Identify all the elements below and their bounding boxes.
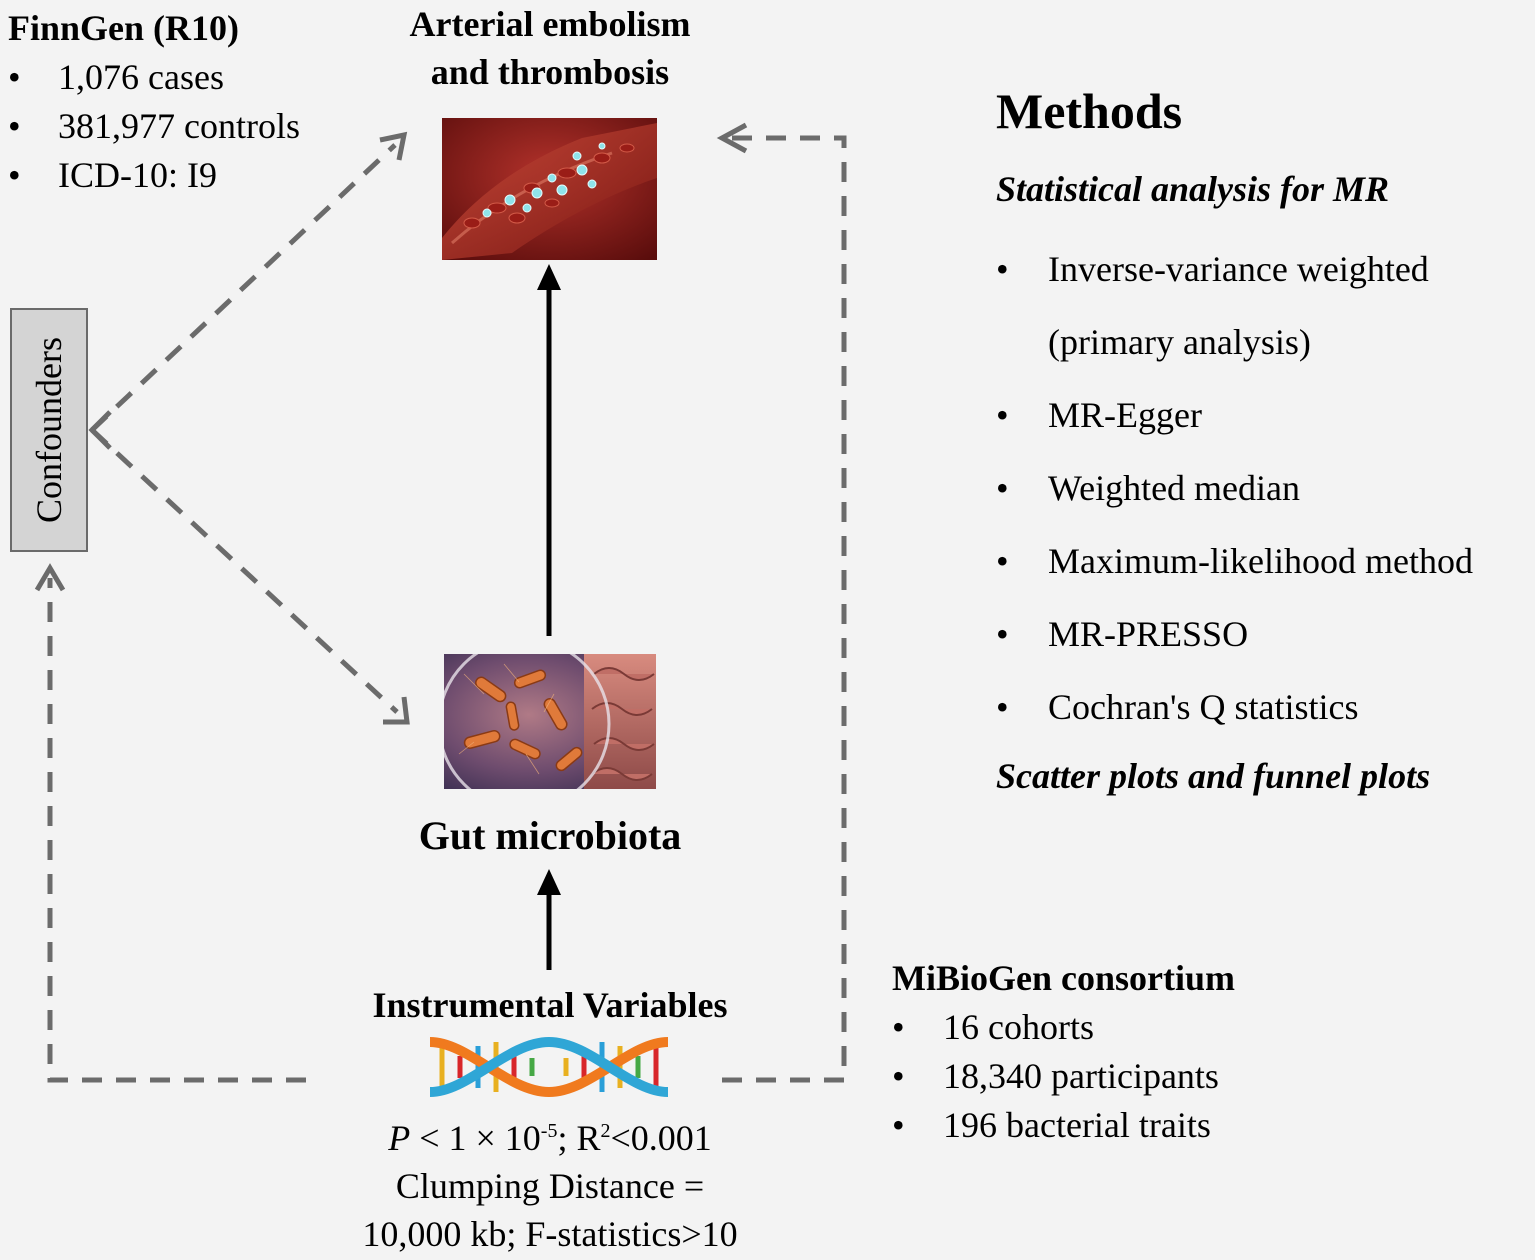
list-item: •Inverse-variance weighted [996,249,1429,289]
iv-to-outcome-path [722,135,847,1083]
list-item: •381,977 controls [8,106,300,146]
microbiota-image [444,654,656,789]
confounder-to-outcome-arrow [90,143,397,432]
iv-to-confounders-path [47,578,306,1083]
arrowhead-outcome-left [379,131,408,161]
clumping-line: Clumping Distance = [395,1166,705,1206]
outcome-title: Arterial embolism and thrombosis [350,0,750,96]
confounders-box: Confounders [10,308,88,552]
dna-helix-icon [428,1034,670,1100]
methods-list: •Inverse-variance weighted (primary anal… [996,233,1473,744]
list-item: •18,340 participants [892,1056,1219,1096]
instrument-arrow [537,869,561,970]
list-item: •16 cohorts [892,1007,1094,1047]
confounders-label: Confounders [29,337,69,523]
causal-arrow [537,264,561,636]
list-item: •196 bacterial traits [892,1105,1211,1145]
list-item: •Maximum-likelihood method [996,541,1473,581]
list-item: •1,076 cases [8,57,224,97]
exposure-source-title: MiBioGen consortium [892,958,1235,998]
list-item-continuation: (primary analysis) [1048,322,1311,362]
instruments-title: Instrumental Variables [372,985,728,1025]
list-item: •MR-Egger [996,395,1202,435]
outcome-title-line2: and thrombosis [430,52,670,92]
arrowhead-exposure [383,696,410,725]
plots-heading: Scatter plots and funnel plots [996,756,1431,796]
clot-image [442,118,657,260]
exposure-label: Gut microbiota [418,813,682,858]
list-item: •Cochran's Q statistics [996,687,1359,727]
confounder-to-exposure-arrow [90,428,399,714]
list-item: •Weighted median [996,468,1301,508]
arrowhead-confounders [34,563,66,592]
methods-title: Methods [996,83,1183,139]
arrowhead-outcome-right [716,122,748,154]
exposure-source-block: MiBioGen consortium •16 cohorts •18,340 … [892,954,1235,1150]
instrument-threshold-line: P < 1 × 10-5; R2<0.001 [388,1118,712,1158]
stat-analysis-heading: Statistical analysis for MR [996,169,1390,209]
outcome-source-block: FinnGen (R10) •1,076 cases •381,977 cont… [8,4,300,200]
list-item: •MR-PRESSO [996,614,1249,654]
outcome-title-line1: Arterial embolism [409,4,691,44]
clumping-value-line: 10,000 kb; F-statistics>10 [362,1214,738,1254]
arrowhead-confounder-origin [88,410,112,450]
instrument-criteria: P < 1 × 10-5; R2<0.001 Clumping Distance… [300,1114,800,1258]
outcome-source-title: FinnGen (R10) [8,8,240,48]
list-item: •ICD-10: I9 [8,155,217,195]
